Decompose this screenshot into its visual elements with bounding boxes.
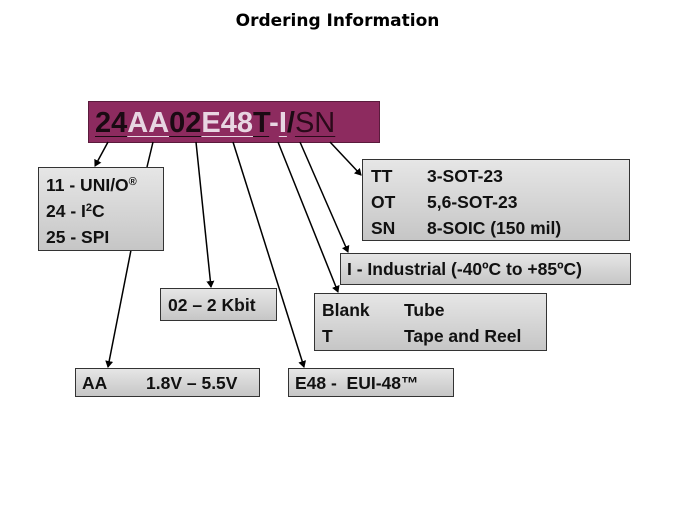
eui-text: E48 - EUI-48™ — [295, 373, 419, 393]
arrow-density — [195, 141, 215, 288]
density-text: 02 – 2 Kbit — [168, 295, 256, 315]
part-segment-temperature: I — [278, 107, 287, 139]
part-segment-package: SN — [294, 107, 336, 139]
part-segment-slash: / — [286, 107, 295, 139]
part-segment-family: 24 — [95, 107, 128, 139]
part-segment-packing: T — [253, 107, 270, 139]
arrow-voltage-top — [146, 141, 154, 168]
temperature-box: I - Industrial (-40ºC to +85ºC) — [340, 253, 631, 285]
arrow-eui — [232, 141, 307, 368]
temperature-text: I - Industrial (-40ºC to +85ºC) — [347, 259, 582, 279]
arrow-packing — [277, 141, 340, 293]
family-row: 11 - UNI/O® — [46, 175, 137, 195]
arrow-temperature — [299, 141, 350, 253]
arrow-package — [329, 141, 362, 176]
part-segment-eui: E48 — [201, 107, 254, 139]
part-segment-voltage: AA — [127, 107, 170, 139]
part-segment-dash: - — [269, 107, 279, 139]
density-box: 02 – 2 Kbit — [160, 288, 277, 321]
part-segment-density: 02 — [169, 107, 202, 139]
family-row: 25 - SPI — [46, 227, 110, 247]
page-title: Ordering Information — [235, 11, 440, 31]
arrow-voltage — [105, 249, 132, 368]
arrow-family — [94, 141, 109, 167]
eui-box: E48 - EUI-48™ — [288, 368, 454, 397]
part-number-banner: 24AA02E48T-I/SN — [88, 101, 380, 143]
